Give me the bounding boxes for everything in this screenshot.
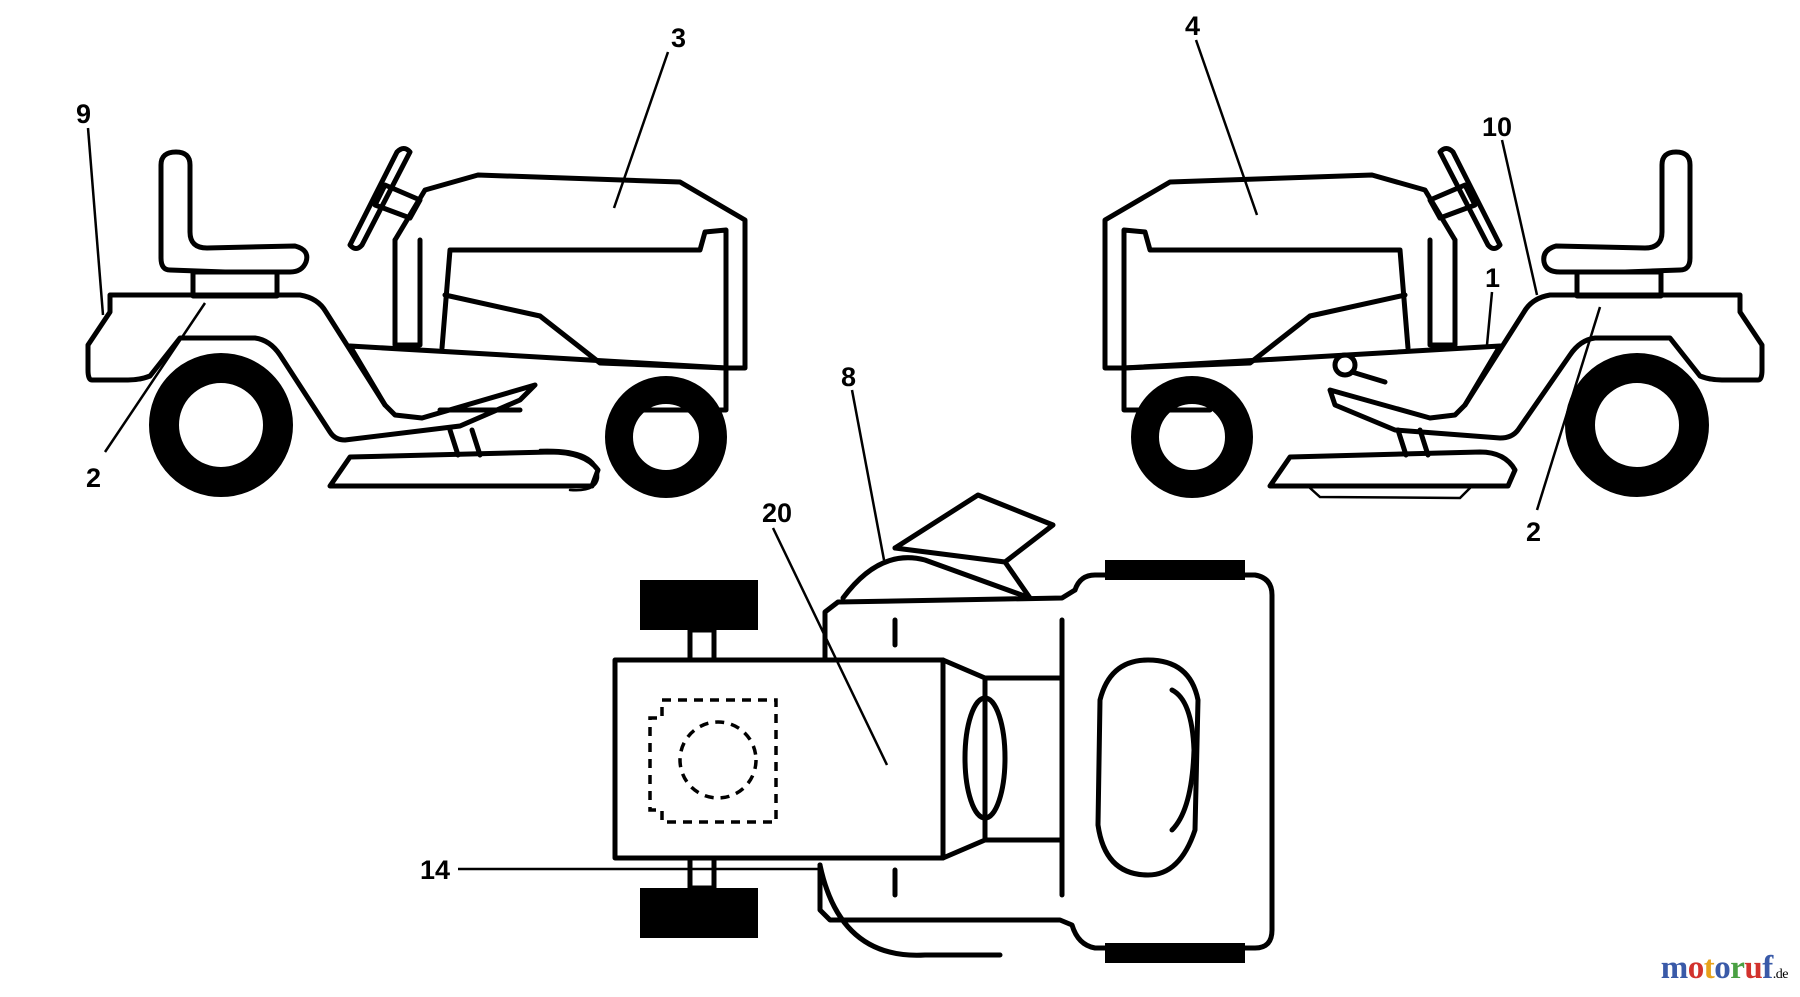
watermark-suffix: .de — [1772, 967, 1789, 982]
callout-10: 10 — [1482, 112, 1512, 142]
leader-8 — [850, 389, 886, 561]
watermark-letter: t — [1703, 950, 1715, 986]
callout-9: 9 — [76, 99, 91, 129]
callout-1: 1 — [1485, 263, 1500, 293]
leader-10 — [1500, 139, 1539, 296]
leader-2-right — [1535, 306, 1602, 511]
callout-2-right: 2 — [1526, 517, 1541, 547]
leader-2-left — [103, 302, 207, 453]
callout-14: 14 — [420, 855, 450, 885]
watermark-letter: f — [1762, 950, 1773, 986]
motoruf-watermark-logo: motoruf.de — [1660, 950, 1789, 987]
callout-labels: 9 2 3 4 10 1 2 8 20 14 — [76, 11, 1541, 885]
watermark-letter: u — [1744, 950, 1763, 986]
leader-20 — [771, 527, 889, 766]
leader-3 — [612, 51, 670, 209]
leader-4 — [1194, 39, 1259, 216]
watermark-letter: m — [1660, 950, 1689, 986]
callout-3: 3 — [671, 23, 686, 53]
callout-2-left: 2 — [86, 463, 101, 493]
leader-9 — [86, 127, 105, 316]
watermark-letter: r — [1730, 950, 1745, 986]
tractor-top-view — [612, 492, 1275, 963]
watermark-letter: o — [1687, 950, 1705, 986]
callout-4: 4 — [1185, 11, 1200, 41]
leader-lines — [86, 39, 1602, 871]
watermark-letter: o — [1714, 950, 1731, 986]
callout-8: 8 — [841, 362, 856, 392]
leader-1 — [1485, 291, 1494, 346]
tractor-left-side-view — [85, 146, 748, 498]
tractor-right-side-view — [1102, 146, 1765, 500]
callout-20: 20 — [762, 498, 792, 528]
